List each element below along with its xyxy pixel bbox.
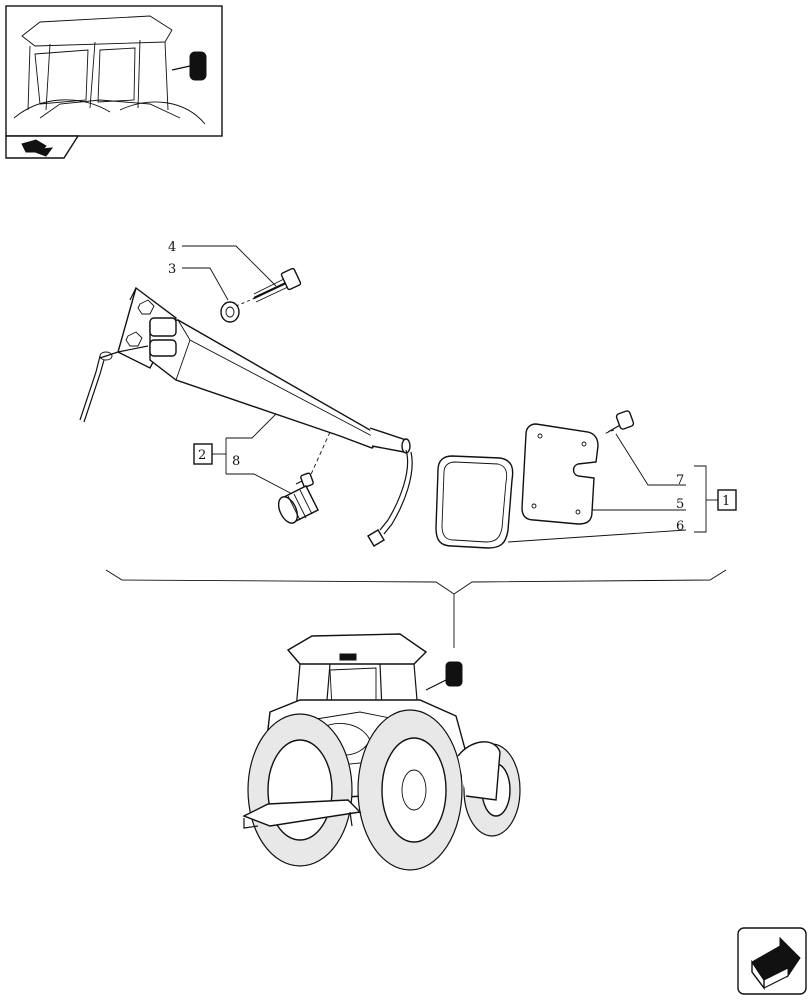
callout-box-2 [193, 443, 213, 465]
callout-1: 1 [722, 494, 730, 509]
callout-5: 5 [676, 497, 684, 512]
knob-part [277, 472, 319, 524]
callout-7: 7 [676, 473, 684, 488]
folder-arrow-icon [5, 135, 80, 159]
callout-box-1 [717, 489, 737, 511]
tractor-illustration [242, 633, 521, 871]
callout-6: 6 [676, 519, 684, 534]
callout-4: 4 [168, 240, 176, 255]
callout-8: 8 [232, 454, 240, 469]
screw-part [607, 410, 635, 433]
callout-2: 2 [198, 448, 206, 463]
back-plate-part [521, 423, 599, 525]
callout-3: 3 [168, 262, 176, 277]
mirror-glass-part [435, 455, 514, 549]
bolt-part [253, 267, 302, 303]
nut-part [220, 301, 240, 323]
mirror-arm-part [79, 286, 413, 547]
next-page-arrow-icon[interactable] [737, 927, 807, 995]
thumbnail-frame [5, 5, 223, 137]
